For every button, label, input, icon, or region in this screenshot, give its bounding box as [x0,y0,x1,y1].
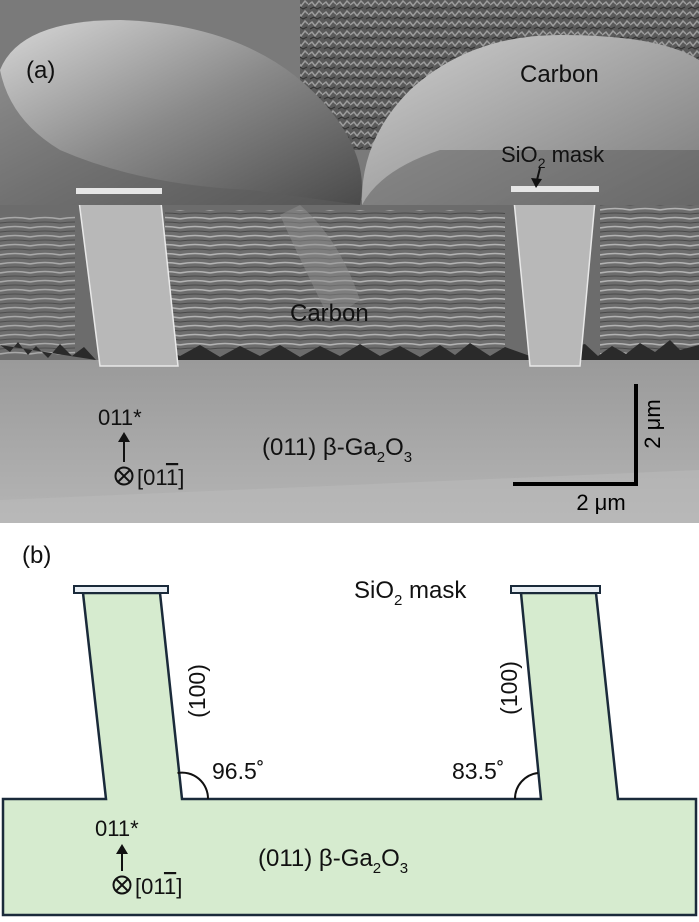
sem-micrograph-panel: (a) Carbon SiO2 mask Carbon (011) β-Ga2O… [0,0,699,523]
schematic-direction-indicator: 011* [011] [95,816,182,899]
carbon-dome-left [0,20,362,205]
panel-b-label: (b) [22,542,51,569]
sem-substrate-label: (011) β-Ga2O3 [262,434,412,466]
scale-bar: 2 μm 2 μm [513,384,665,515]
scale-horizontal-label: 2 μm [576,490,625,515]
schematic-mask-label: SiO2 mask [354,577,467,609]
scale-vertical-label: 2 μm [640,399,665,448]
schematic-direction-up-label: 011* [95,816,139,841]
sem-direction-indicator: 011* [011] [98,405,184,490]
angle-arc-left [177,771,210,800]
sem-mask-label: SiO2 mask [501,142,605,171]
sio2-mask-right [510,585,601,594]
facet-label-left: (100) [184,664,210,718]
carbon-mid-label: Carbon [290,300,369,327]
angle-arc-right [513,772,539,800]
facet-label-right: (100) [496,661,522,715]
schematic-substrate-label: (011) β-Ga2O3 [258,845,408,877]
schematic-panel: (b) SiO2 mask (100) (100) 96.5˚ 83.5˚ (0… [0,523,699,917]
carbon-dome-right [361,35,699,205]
carbon-top-label: Carbon [520,61,599,88]
schematic-direction-in-label: [011] [135,874,182,899]
sem-direction-in-label: [011] [137,465,184,490]
into-page-icon [112,875,132,895]
schematic-diagram: (b) SiO2 mask (100) (100) 96.5˚ 83.5˚ (0… [1,542,698,917]
sio2-mask-left [73,585,169,594]
sem-image: (a) Carbon SiO2 mask Carbon (011) β-Ga2O… [0,0,699,523]
sem-direction-up-label: 011* [98,405,142,430]
angle-label-right: 83.5˚ [452,758,504,784]
panel-a-label: (a) [26,57,55,84]
into-page-icon [114,466,134,486]
mask-pointer-arrow [531,167,542,188]
angle-label-left: 96.5˚ [212,758,264,784]
